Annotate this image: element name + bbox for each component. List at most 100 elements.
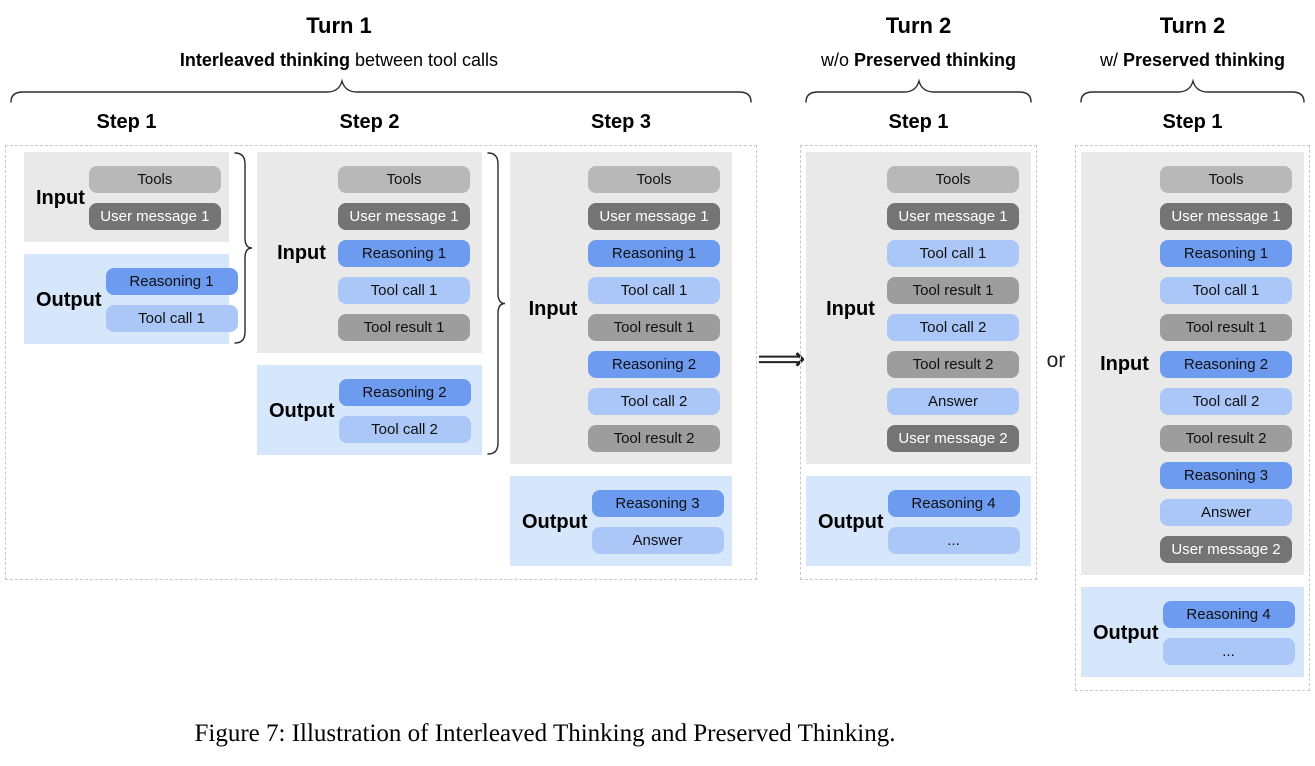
toolcall-pill: Tool call 1 [588, 277, 720, 304]
result-pill: Tool result 2 [887, 351, 1019, 378]
reasoning-pill: Reasoning 1 [105, 268, 238, 295]
vertical-brace-icon [234, 152, 253, 344]
user-pill: User message 1 [887, 203, 1019, 230]
user-pill: User message 1 [1160, 203, 1292, 230]
tools-pill: Tools [338, 166, 470, 193]
reasoning-pill: Reasoning 1 [588, 240, 720, 267]
toolcall-pill: Tool call 2 [588, 388, 720, 415]
user-pill: User message 1 [338, 203, 470, 230]
pill-stack: Reasoning 3 Answer [591, 490, 724, 554]
result-pill: Tool result 1 [887, 277, 1019, 304]
result-pill: Tool result 1 [588, 314, 720, 341]
tools-pill: Tools [1160, 166, 1292, 193]
user-pill: User message 2 [887, 425, 1019, 452]
toolcall-pill: Tool call 2 [338, 416, 471, 443]
toolcall-pill: Tool call 1 [887, 240, 1019, 267]
input-label: Input [528, 297, 578, 320]
turn-title: Turn 1 [306, 13, 372, 38]
input-label: Input [1100, 353, 1149, 375]
toolcall-pill: Answer [887, 388, 1019, 415]
tools-pill: Tools [88, 166, 221, 193]
output-label: Output [36, 288, 102, 311]
reasoning-pill: Reasoning 1 [1160, 240, 1292, 267]
horizontal-brace-icon [10, 78, 752, 103]
result-pill: Tool result 2 [588, 425, 720, 452]
user-pill: User message 2 [1160, 536, 1292, 563]
reasoning-pill: Reasoning 2 [588, 351, 720, 378]
horizontal-brace-icon [1080, 78, 1305, 103]
toolcall-pill: Tool call 2 [887, 314, 1019, 341]
input-label: Input [277, 242, 326, 264]
result-pill: Tool result 1 [1160, 314, 1292, 341]
toolcall-pill: Answer [591, 527, 724, 554]
user-pill: User message 1 [588, 203, 720, 230]
toolcall-pill: Tool call 1 [338, 277, 470, 304]
subtitle-part: Interleaved thinking [179, 50, 350, 70]
horizontal-brace-icon [805, 78, 1032, 103]
turn-subtitle: w/ Preserved thinking [1075, 48, 1310, 72]
toolcall-pill: Tool call 1 [105, 305, 238, 332]
subtitle-part: Preserved thinking [853, 50, 1017, 70]
output-label: Output [818, 510, 884, 533]
reasoning-pill: Reasoning 4 [887, 490, 1020, 517]
step-label: Step 1 [96, 111, 157, 133]
figure-caption: Figure 7: Illustration of Interleaved Th… [194, 720, 896, 747]
or-label: or [1046, 349, 1066, 372]
reasoning-pill: Reasoning 3 [1160, 462, 1292, 489]
toolcall-pill: Tool call 1 [1160, 277, 1292, 304]
subtitle-part: Preserved thinking [1122, 50, 1286, 70]
reasoning-pill: Reasoning 2 [338, 379, 471, 406]
toolcall-pill: ... [887, 527, 1020, 554]
input-label: Input [36, 186, 85, 209]
pill-stack: Reasoning 4... [1162, 601, 1295, 665]
tools-pill: Tools [887, 166, 1019, 193]
subtitle-part: w/o [820, 50, 854, 70]
pill-stack: Reasoning 4... [887, 490, 1020, 554]
reasoning-pill: Reasoning 1 [338, 240, 470, 267]
turn-subtitle: w/o Preserved thinking [800, 48, 1037, 72]
pill-stack: Reasoning 2 Tool call 2 [338, 379, 471, 443]
step-label: Step 1 [888, 111, 949, 133]
step-labels-row: Step 1 [800, 111, 1037, 137]
vertical-brace-icon [487, 152, 506, 455]
turn-subtitle: Interleaved thinking between tool calls [0, 48, 715, 72]
result-pill: Tool result 2 [1160, 425, 1292, 452]
reasoning-pill: Reasoning 4 [1162, 601, 1295, 628]
subtitle-part: w/ [1099, 50, 1123, 70]
output-label: Output [522, 510, 588, 533]
step-labels-row: Step 1 [1075, 111, 1310, 137]
toolcall-pill: Tool call 2 [1160, 388, 1292, 415]
step-label: Step 1 [1162, 111, 1223, 133]
implies-arrow: ⟹ [757, 340, 806, 378]
reasoning-pill: Reasoning 3 [591, 490, 724, 517]
toolcall-pill: Answer [1160, 499, 1292, 526]
tools-pill: Tools [588, 166, 720, 193]
